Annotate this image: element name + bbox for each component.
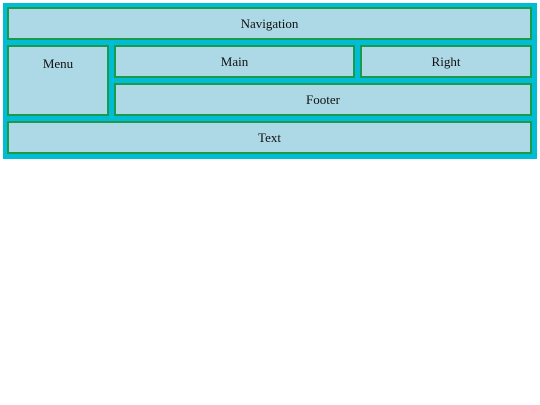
navigation-box: Navigation [7,7,532,40]
right-box: Right [360,45,532,78]
footer-box: Footer [114,83,532,116]
menu-box: Menu [7,45,109,116]
text-box: Text [7,121,532,154]
main-box: Main [114,45,355,78]
grid-container: Navigation Menu Main Right Footer Text [3,3,537,159]
